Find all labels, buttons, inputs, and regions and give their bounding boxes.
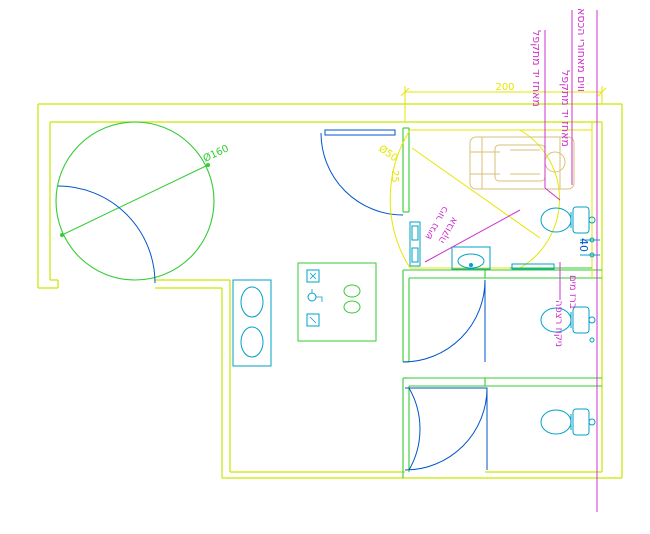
circle-diameter-label: Ø160	[201, 142, 231, 164]
annotation-floor-drain: ניקוז רצפה	[553, 300, 564, 347]
turning-circle: Ø160	[55, 121, 231, 284]
annotation-grab-bar-2: מאחז יד מתקפל	[559, 70, 572, 147]
toilet-icon	[540, 408, 596, 436]
door-dim-label: Ø50	[376, 143, 400, 165]
toilet-icon	[540, 306, 596, 343]
vanity-basins	[232, 279, 272, 367]
annotation-grab-bar-1: מאחז יד מתקפל	[530, 30, 543, 107]
wheelchair-icon	[469, 136, 575, 190]
stall-2	[404, 387, 596, 471]
stall-1	[402, 279, 596, 363]
top-width-label: 200	[495, 82, 514, 93]
grab-bar-dim-label: 25	[389, 170, 400, 183]
fixture-panel	[297, 262, 377, 342]
annotation-water-tap: ברז מים	[567, 275, 578, 309]
annotation-back-hooks: ווים מאחורי הכסא	[575, 8, 588, 92]
walls	[37, 103, 623, 479]
top-dimension: 200	[400, 82, 607, 122]
door-upper-hall	[320, 129, 404, 216]
annotation-leaders	[424, 10, 598, 512]
accessible-fixtures	[409, 206, 600, 270]
toilet-offset-label: 40	[577, 238, 590, 252]
toilet-icon	[540, 206, 596, 234]
